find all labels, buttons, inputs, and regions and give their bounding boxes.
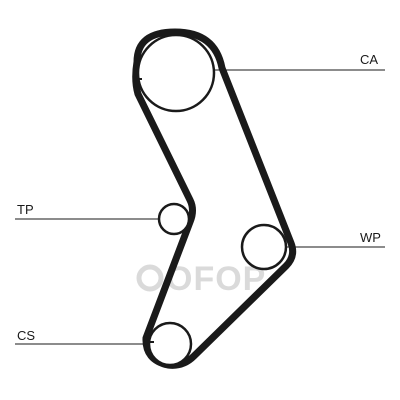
- tensioner-pulley: [157, 202, 191, 236]
- label-cs: CS: [17, 328, 35, 343]
- watermark-logo: OFOP: [136, 260, 266, 298]
- water-pump-pulley: [240, 223, 288, 271]
- timing-belt: [132, 28, 297, 369]
- camshaft-pulley: [136, 33, 216, 113]
- crankshaft-pulley: [147, 321, 193, 367]
- label-wp: WP: [360, 230, 381, 245]
- label-ca: CA: [360, 52, 378, 67]
- label-tp: TP: [17, 202, 34, 217]
- watermark-text: OFOP: [166, 260, 266, 298]
